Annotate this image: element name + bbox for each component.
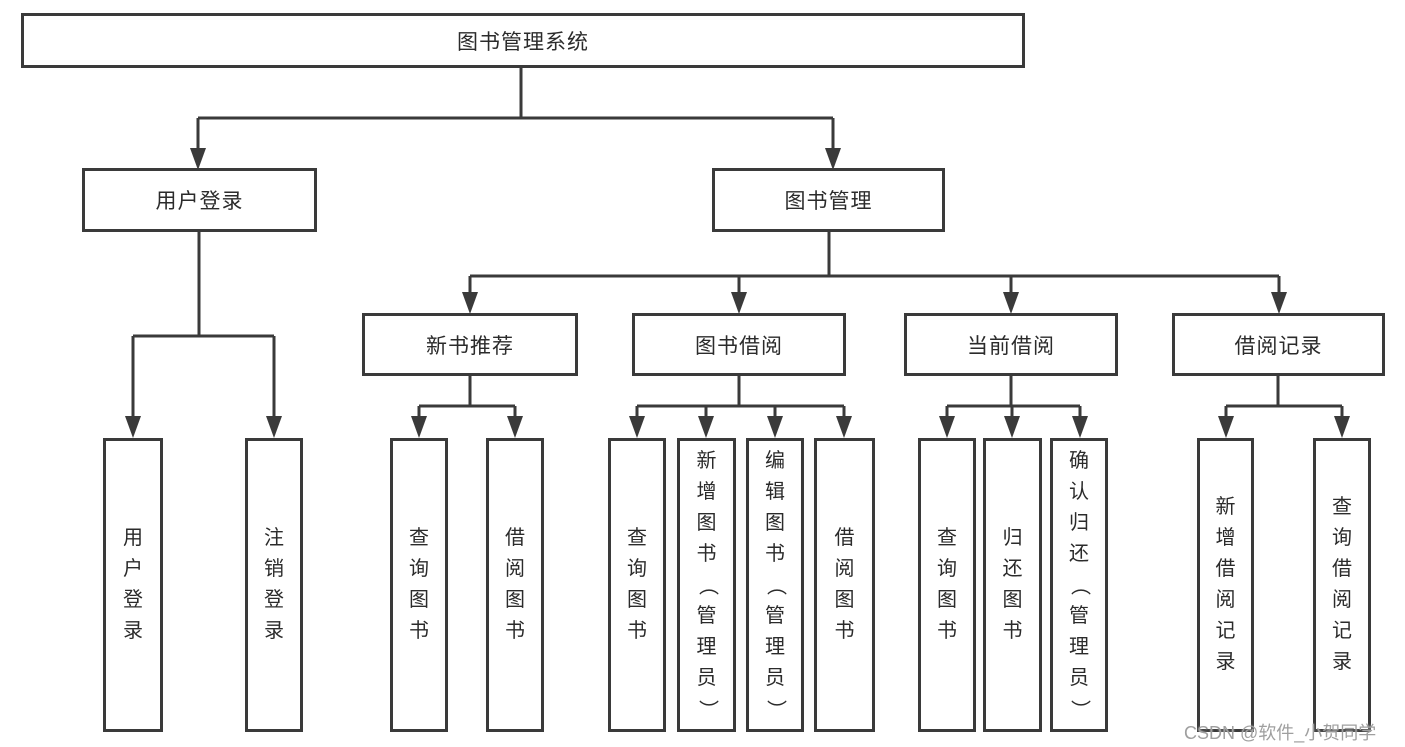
arrowhead <box>125 416 141 438</box>
node-leaf-query-books: 查询图书 <box>608 438 666 732</box>
node-book-borrowing: 图书借阅 <box>632 313 846 376</box>
arrowhead <box>190 148 206 170</box>
arrowhead <box>411 416 427 438</box>
node-leaf-confirm-return-admin: 确认归还（管理员） <box>1050 438 1108 732</box>
arrowhead <box>1003 292 1019 314</box>
node-label: 当前借阅 <box>967 334 1055 358</box>
node-label: 查询借阅记录 <box>1332 496 1352 673</box>
arrowhead <box>767 416 783 438</box>
node-label: 归还图书 <box>1002 527 1023 642</box>
arrowhead <box>1334 416 1350 438</box>
connector-book-borrow <box>635 376 846 416</box>
node-label: 新增图书（管理员） <box>696 449 718 720</box>
node-leaf-add-books-admin: 新增图书（管理员） <box>677 438 736 732</box>
node-leaf-borrow-books: 借阅图书 <box>814 438 875 732</box>
arrowhead <box>1072 416 1088 438</box>
connector-user-login <box>131 232 276 416</box>
node-label: 新书推荐 <box>426 334 514 358</box>
node-label: 查询图书 <box>627 527 647 642</box>
node-book-management: 图书管理 <box>712 168 945 232</box>
node-label: 查询图书 <box>937 527 957 642</box>
arrowhead <box>266 416 282 438</box>
node-label: 编辑图书（管理员） <box>764 449 787 720</box>
node-label: 借阅记录 <box>1234 334 1323 358</box>
arrowhead <box>1271 292 1287 314</box>
arrowhead <box>939 416 955 438</box>
node-label: 用户登录 <box>155 190 244 213</box>
arrowhead <box>1004 416 1020 438</box>
node-leaf-return-books: 归还图书 <box>983 438 1042 732</box>
node-label: 图书管理系统 <box>457 30 589 54</box>
node-new-book-recommend: 新书推荐 <box>362 313 578 376</box>
node-leaf-logout: 注销登录 <box>245 438 303 732</box>
node-borrowing-records: 借阅记录 <box>1172 313 1385 376</box>
node-leaf-query-borrow-record: 查询借阅记录 <box>1313 438 1371 732</box>
node-label: 注销登录 <box>264 527 284 642</box>
node-leaf-query-books: 查询图书 <box>918 438 976 732</box>
node-label: 图书借阅 <box>695 334 783 358</box>
arrowhead <box>629 416 645 438</box>
arrowhead <box>825 148 841 170</box>
node-leaf-add-borrow-record: 新增借阅记录 <box>1197 438 1254 732</box>
arrowhead <box>1218 416 1234 438</box>
node-label: 借阅图书 <box>834 527 855 642</box>
node-leaf-borrow-books: 借阅图书 <box>486 438 544 732</box>
arrowhead <box>836 416 852 438</box>
connector-root <box>196 68 835 150</box>
arrowheads <box>125 148 1350 438</box>
node-user-login: 用户登录 <box>82 168 317 232</box>
node-label: 用户登录 <box>123 527 143 642</box>
node-leaf-user-login: 用户登录 <box>103 438 163 732</box>
node-label: 新增借阅记录 <box>1215 496 1236 673</box>
node-root: 图书管理系统 <box>21 13 1025 68</box>
connector-book-mgmt <box>468 232 1281 293</box>
node-leaf-edit-books-admin: 编辑图书（管理员） <box>746 438 804 732</box>
node-label: 图书管理 <box>784 190 873 213</box>
node-label: 借阅图书 <box>505 527 525 642</box>
arrowhead <box>507 416 523 438</box>
connector-borrow-records <box>1224 376 1344 416</box>
arrowhead <box>731 292 747 314</box>
connector-new-books <box>417 376 517 416</box>
watermark: CSDN @软件_小贺同学 <box>1184 723 1377 743</box>
node-leaf-query-books: 查询图书 <box>390 438 448 732</box>
node-current-borrowing: 当前借阅 <box>904 313 1118 376</box>
connector-current-borrow <box>945 376 1082 416</box>
arrowhead <box>698 416 714 438</box>
arrowhead <box>462 292 478 314</box>
node-label: 查询图书 <box>409 527 429 642</box>
node-label: 确认归还（管理员） <box>1068 449 1091 720</box>
